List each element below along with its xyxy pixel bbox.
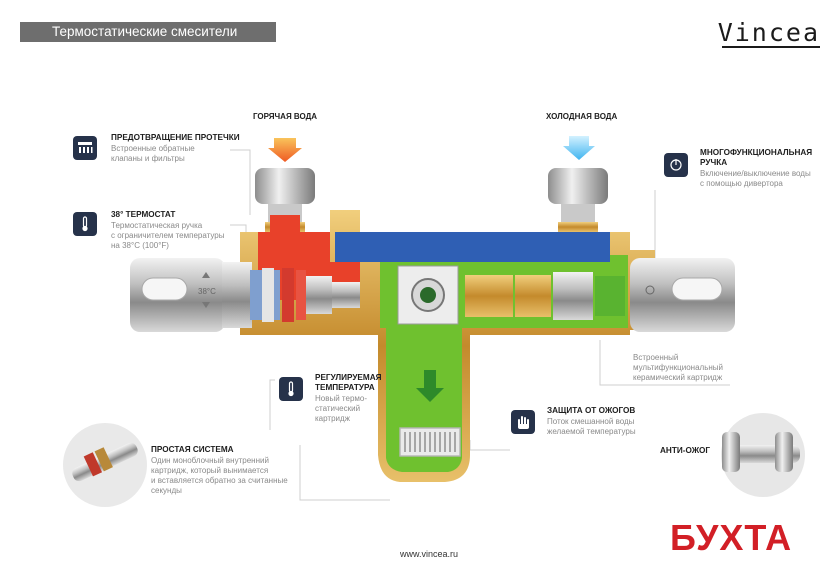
thermostatic-cartridge [250, 268, 360, 322]
simple-system-title: ПРОСТАЯ СИСТЕМА [151, 445, 234, 454]
page-title: Термостатические смесители [52, 24, 238, 39]
cold-water-arrow [563, 136, 595, 160]
anti-burn-title: АНТИ-ОЖОГ [660, 446, 711, 455]
brand-logo: Vincea [717, 18, 820, 47]
diverter-icon [670, 159, 682, 171]
aerator-grid [399, 427, 461, 457]
ceramic-cartridge [465, 272, 625, 320]
website-url[interactable]: www.vincea.ru [400, 549, 459, 559]
thermostat-badge [73, 212, 97, 236]
hot-water-label: ГОРЯЧАЯ ВОДА [253, 112, 318, 121]
dial-temperature-mark: 38°C [198, 287, 216, 296]
burn-protection-badge [511, 410, 535, 434]
leak-prevention-title: ПРЕДОТВРАЩЕНИЕ ПРОТЕЧКИ [111, 133, 240, 142]
hot-water-arrow [268, 138, 302, 162]
cold-water-label: ХОЛОДНАЯ ВОДА [546, 112, 618, 121]
header-bar [20, 22, 276, 42]
outlet-arrow [416, 370, 444, 402]
brand-underline [722, 46, 820, 48]
leak-prevention-badge [73, 136, 97, 160]
cold-inlet-connector [548, 168, 608, 232]
anti-burn-photo [721, 413, 805, 497]
cartridge-photo [63, 423, 147, 507]
cold-water-channel [335, 232, 610, 262]
adjustable-temperature-badge [279, 377, 303, 401]
temperature-handle-left [130, 258, 252, 332]
filter-icon [78, 142, 93, 153]
multifunction-handle-right [630, 258, 735, 332]
diverter-valve [397, 265, 459, 325]
thermometer-icon [288, 381, 294, 397]
thermostat-title: 38° ТЕРМОСТАТ [111, 210, 176, 219]
thermometer-icon [82, 216, 88, 232]
watermark-logo: БУХТА [670, 517, 793, 558]
hand-icon [518, 416, 529, 429]
multifunction-handle-badge [664, 153, 688, 177]
burn-protection-title: ЗАЩИТА ОТ ОЖОГОВ [547, 406, 636, 415]
